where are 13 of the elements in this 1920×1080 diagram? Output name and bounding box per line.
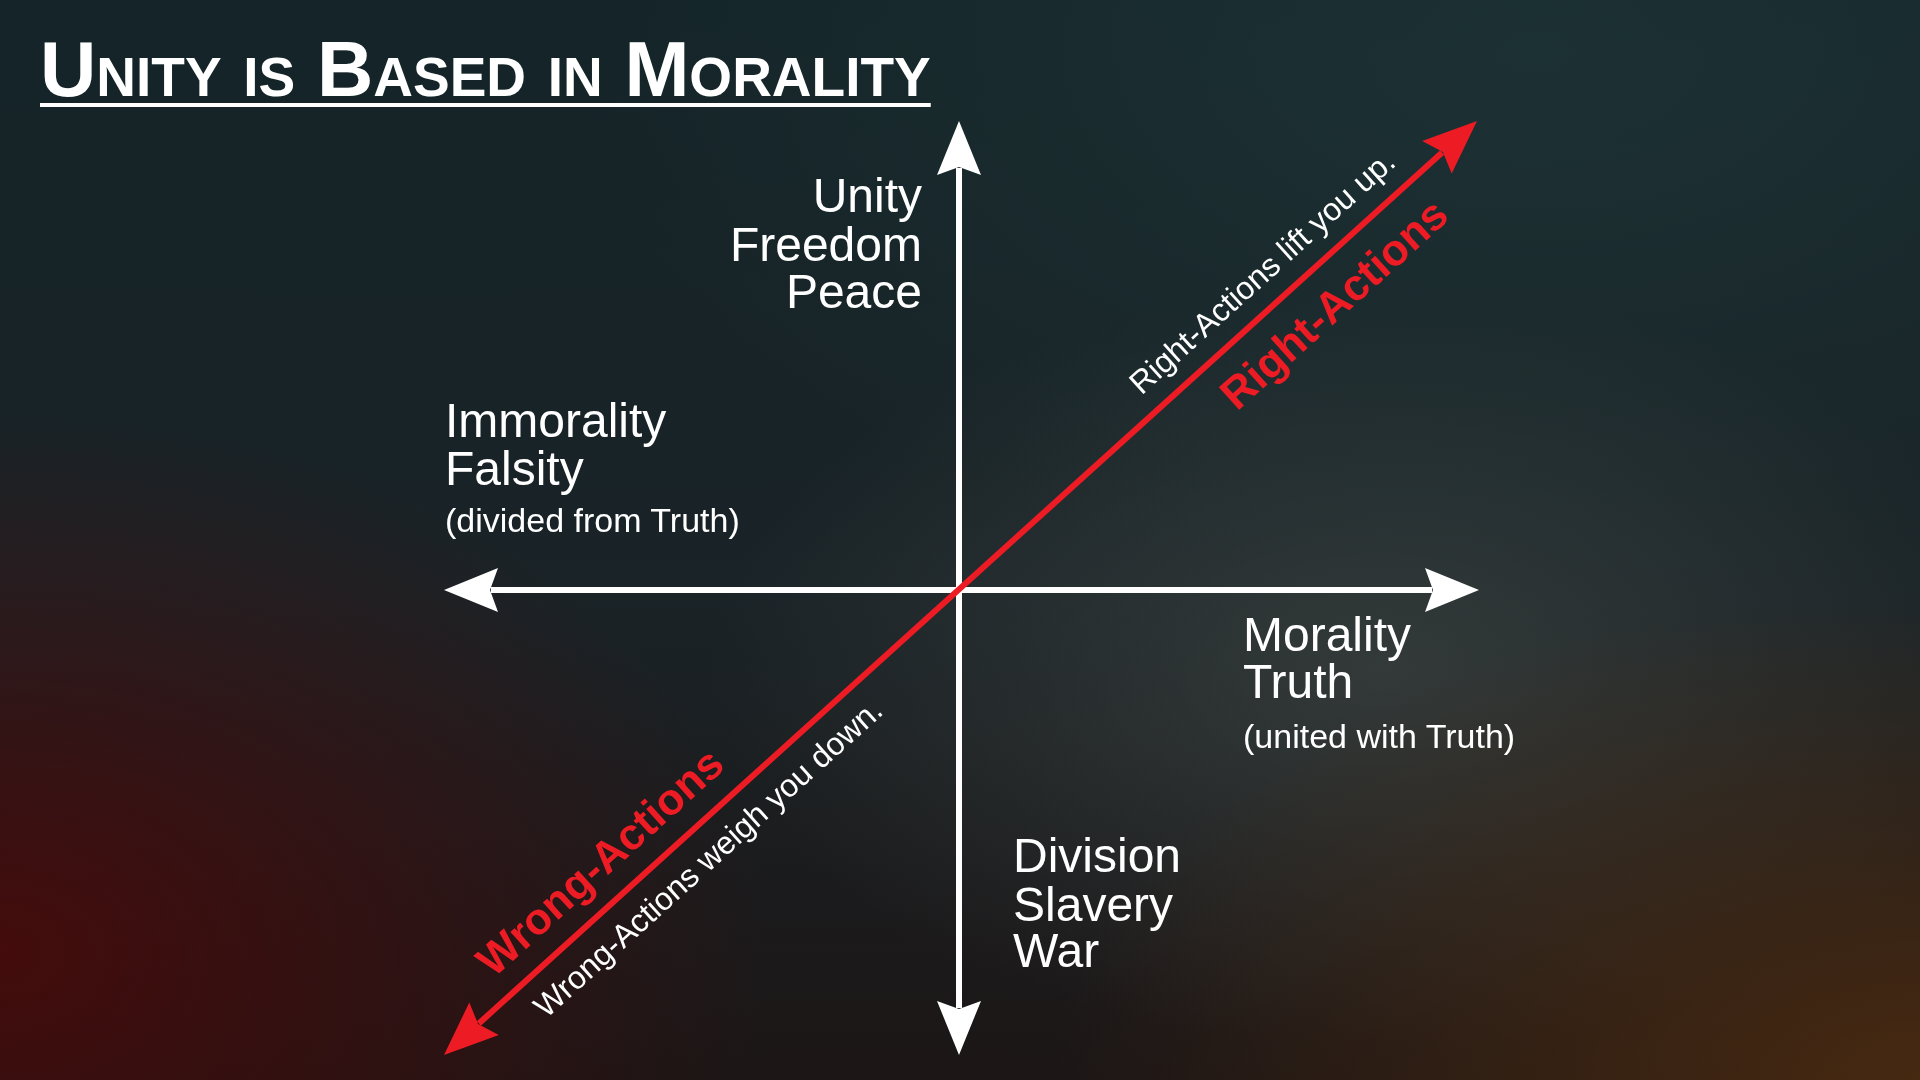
axis-label: Falsity: [445, 445, 584, 493]
axis-label: Peace: [785, 268, 922, 316]
axis-label: War: [1013, 927, 1100, 975]
axis-note: (divided from Truth): [445, 503, 740, 537]
axis-label: Immorality: [445, 397, 667, 445]
axis-label: Slavery: [1013, 881, 1174, 929]
axis-label: Unity: [812, 172, 922, 220]
axis-label: Division: [1013, 832, 1182, 880]
axis-label: Freedom: [729, 221, 922, 269]
axis-label: Morality: [1243, 611, 1412, 659]
axis-label: Truth: [1243, 658, 1354, 706]
title: Unity is Based in Morality: [40, 30, 931, 108]
axis-note: (united with Truth): [1243, 719, 1516, 753]
